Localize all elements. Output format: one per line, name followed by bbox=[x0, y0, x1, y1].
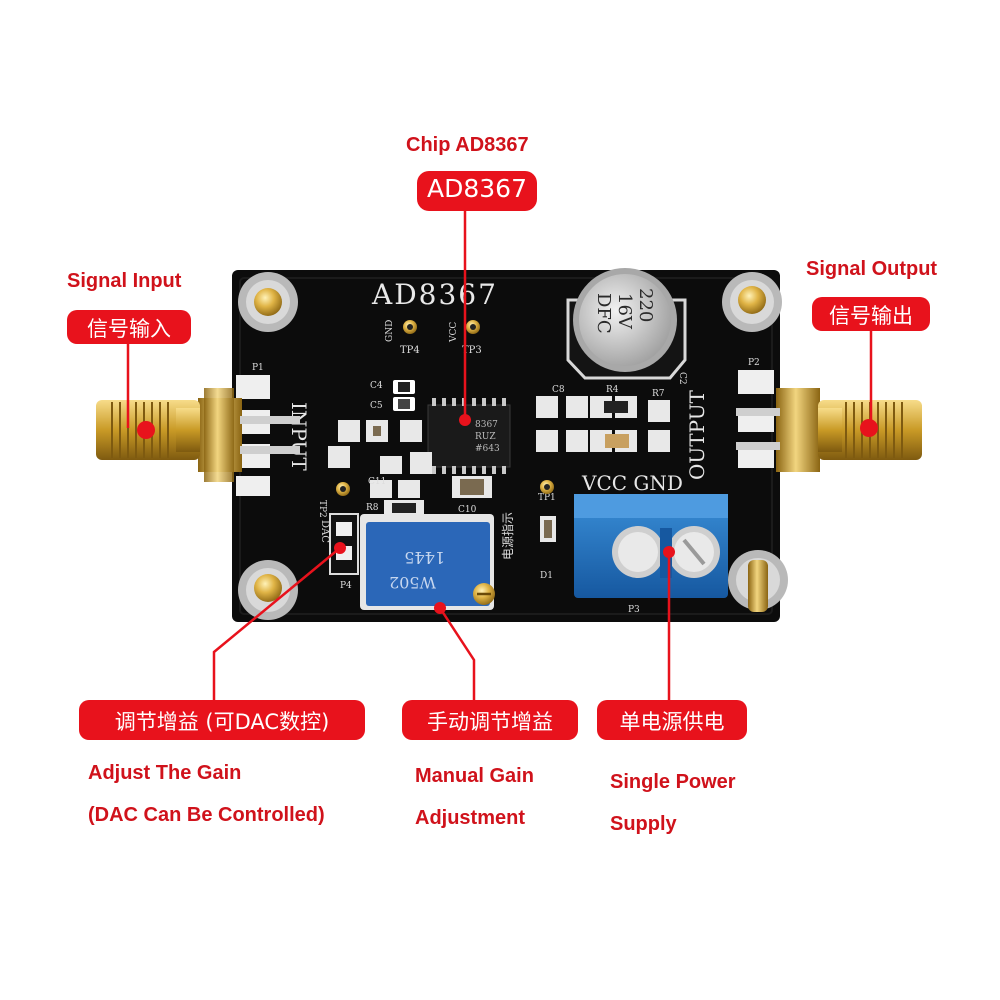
svg-text:R4: R4 bbox=[606, 385, 619, 395]
standoff-bottom-left bbox=[238, 560, 298, 620]
chip-name-pill: AD8367 bbox=[417, 171, 537, 211]
svg-text:VCC: VCC bbox=[449, 322, 459, 343]
svg-text:RUZ: RUZ bbox=[475, 432, 496, 442]
svg-text:TP3: TP3 bbox=[462, 345, 482, 356]
power-supply-label-line1: Single Power bbox=[610, 771, 736, 793]
svg-text:TP4: TP4 bbox=[400, 345, 420, 356]
potentiometer: 1445 W502 bbox=[360, 514, 495, 610]
svg-text:1445: 1445 bbox=[404, 548, 445, 567]
svg-text:8367: 8367 bbox=[475, 420, 498, 430]
signal-output-label: Signal Output bbox=[806, 258, 938, 280]
manual-gain-label-line1: Manual Gain bbox=[415, 765, 534, 787]
standoff-bottom-right bbox=[728, 550, 788, 612]
svg-text:TP2: TP2 bbox=[317, 500, 327, 518]
svg-text:16V: 16V bbox=[614, 293, 635, 330]
svg-text:GND: GND bbox=[385, 320, 395, 342]
power-terminal-block: VCC GND P3 bbox=[574, 471, 728, 615]
manual-gain-pill: 手动调节增益 bbox=[402, 700, 578, 740]
output-header bbox=[738, 370, 774, 468]
svg-text:C11: C11 bbox=[368, 477, 386, 487]
svg-text:W502: W502 bbox=[389, 573, 436, 592]
svg-text:R8: R8 bbox=[366, 503, 379, 513]
smd-components bbox=[328, 380, 670, 542]
ad8367-chip: 8367 RUZ #643 bbox=[427, 398, 511, 474]
sma-connector-input bbox=[96, 388, 300, 482]
output-silkscreen: OUTPUT bbox=[685, 389, 709, 480]
svg-text:D1: D1 bbox=[540, 571, 553, 581]
standoff-top-right bbox=[722, 272, 782, 332]
svg-text:C10: C10 bbox=[458, 505, 477, 515]
svg-text:TP1: TP1 bbox=[538, 493, 556, 503]
svg-text:P4: P4 bbox=[340, 581, 352, 591]
electrolytic-capacitor: 220 16V DFC C2 bbox=[566, 268, 687, 385]
board-title: AD8367 bbox=[371, 278, 498, 311]
adjust-gain-label-line1: Adjust The Gain bbox=[88, 762, 242, 784]
svg-text:C5: C5 bbox=[370, 401, 383, 411]
standoff-top-left bbox=[238, 272, 298, 332]
svg-text:C2: C2 bbox=[677, 372, 687, 385]
vcc-gnd-silkscreen: VCC GND bbox=[581, 471, 683, 495]
power-supply-label-line2: Supply bbox=[610, 813, 677, 835]
adjust-gain-label-line2: (DAC Can Be Controlled) bbox=[88, 804, 325, 826]
svg-text:P1: P1 bbox=[252, 363, 264, 373]
signal-input-pill: 信号输入 bbox=[67, 310, 191, 344]
svg-text:P3: P3 bbox=[628, 605, 640, 615]
svg-text:电源指示: 电源指示 bbox=[500, 512, 515, 560]
input-silkscreen: INPUT bbox=[287, 402, 311, 471]
callout-lines bbox=[126, 211, 873, 700]
svg-text:220: 220 bbox=[635, 288, 656, 322]
svg-text:R7: R7 bbox=[652, 389, 665, 399]
signal-output-pill: 信号输出 bbox=[812, 297, 930, 331]
svg-text:C4: C4 bbox=[370, 381, 383, 391]
power-supply-pill: 单电源供电 bbox=[597, 700, 747, 740]
svg-text:C8: C8 bbox=[552, 385, 565, 395]
manual-gain-label-line2: Adjustment bbox=[415, 807, 525, 829]
signal-input-label: Signal Input bbox=[67, 270, 182, 292]
callout-dots bbox=[137, 414, 878, 614]
svg-text:DAC: DAC bbox=[319, 520, 330, 543]
svg-text:P2: P2 bbox=[748, 358, 760, 368]
chip-title-label: Chip AD8367 bbox=[406, 134, 529, 156]
adjust-gain-pill: 调节增益 (可DAC数控) bbox=[79, 700, 365, 740]
svg-text:#643: #643 bbox=[475, 444, 500, 454]
svg-text:DFC: DFC bbox=[593, 293, 614, 334]
